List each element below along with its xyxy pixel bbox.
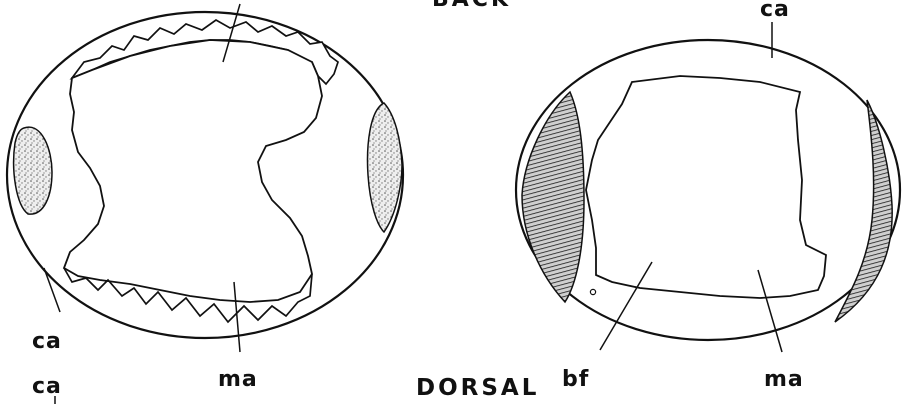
right-bf-label: bf — [562, 367, 589, 392]
right-specimen — [516, 22, 900, 352]
left-ca-label-1: ca — [32, 329, 62, 354]
right-medullary-cavity — [586, 76, 826, 298]
header-label: BACK — [432, 0, 511, 12]
right-ma-label: ma — [764, 367, 804, 392]
left-specimen — [7, 4, 403, 404]
footer-label: DORSAL — [416, 375, 539, 401]
right-ca-label: ca — [760, 0, 790, 22]
left-ma-label: ma — [218, 367, 258, 392]
right-hatched-patch-left — [522, 92, 584, 302]
left-ca-label-2: ca — [32, 374, 62, 399]
